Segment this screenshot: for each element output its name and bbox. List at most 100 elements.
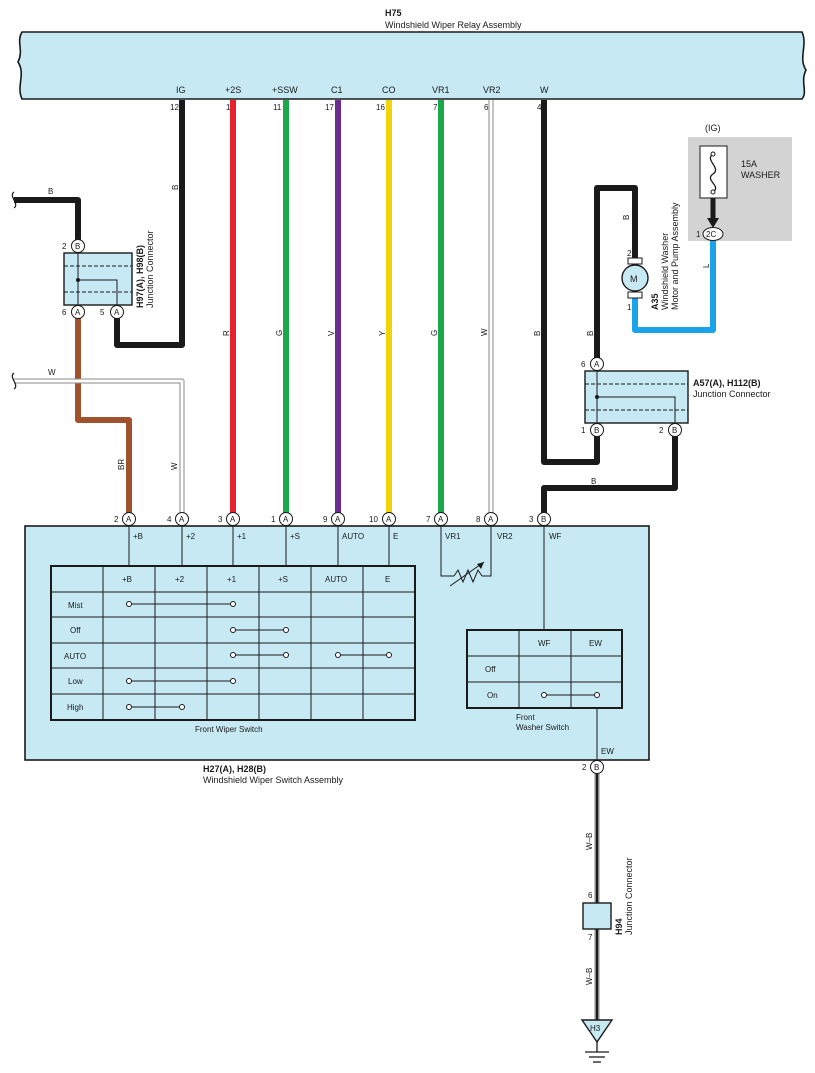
- wiper-continuity: [126, 601, 392, 710]
- jc-right-pin-2: [668, 423, 682, 437]
- jc-right-pin-6: [590, 357, 604, 371]
- wire-ig-label: B: [171, 185, 180, 190]
- wire-motor-top: [594, 185, 638, 358]
- jc-left-code: H97(A), H98(B): [135, 245, 145, 308]
- wire-w-plus2: [14, 378, 185, 513]
- svg-text:A: A: [594, 360, 600, 369]
- wire-ground-label-1: W–B: [585, 833, 594, 850]
- wire-w-plus2-label: W: [170, 462, 179, 470]
- ground-point: [580, 1019, 614, 1044]
- svg-text:6: 6: [62, 308, 67, 317]
- svg-text:2: 2: [114, 515, 119, 524]
- washer-table-caption-1: Front: [516, 713, 535, 722]
- svg-text:B: B: [594, 763, 599, 772]
- jc-left-name: Junction Connector: [145, 230, 155, 308]
- svg-text:VR1: VR1: [445, 532, 461, 541]
- svg-text:2: 2: [659, 426, 664, 435]
- fuse-rating: 15A: [741, 159, 757, 169]
- svg-text:8: 8: [476, 515, 481, 524]
- washer-switch-table: WF EW Off On: [466, 629, 623, 709]
- switch-assy-code: H27(A), H28(B): [203, 764, 266, 774]
- wire-br-label: BR: [117, 459, 126, 470]
- svg-text:A: A: [114, 308, 120, 317]
- switch-pin-ew: B 2: [582, 760, 604, 774]
- svg-text:A: A: [179, 515, 185, 524]
- svg-text:3: 3: [529, 515, 534, 524]
- relay-pin-num-4: 4: [537, 103, 542, 112]
- svg-text:7: 7: [426, 515, 431, 524]
- switch-pin-wf: B 3 WF: [529, 512, 562, 541]
- svg-text:6: 6: [581, 360, 586, 369]
- jc-left-pin-6: [71, 305, 85, 319]
- jc-left-pin-5: [110, 305, 124, 319]
- wire-br: [75, 318, 132, 513]
- svg-text:A: A: [438, 515, 444, 524]
- svg-text:1: 1: [271, 515, 276, 524]
- svg-text:4: 4: [167, 515, 172, 524]
- svg-text:+2: +2: [186, 532, 196, 541]
- wire-w-label: B: [533, 331, 542, 336]
- wiper-row-high: High: [67, 703, 83, 712]
- washer-row-off: Off: [485, 665, 496, 674]
- relay-pin-num-17: 17: [325, 103, 334, 112]
- svg-text:2: 2: [582, 763, 587, 772]
- relay-pin-label-c1: C1: [331, 85, 343, 95]
- wiper-switch-table: +B +2 +1 +S AUTO E Mist Off AUTO Low Hig…: [50, 565, 416, 721]
- jc-right-name: Junction Connector: [693, 389, 771, 399]
- switch-ew-label: EW: [601, 747, 614, 756]
- svg-text:6: 6: [588, 891, 593, 900]
- svg-text:E: E: [393, 532, 398, 541]
- svg-text:+1: +1: [237, 532, 247, 541]
- svg-text:B: B: [541, 515, 546, 524]
- wire-ig: [114, 100, 185, 348]
- fuse-symbol: [709, 153, 717, 193]
- switch-pin-vr1: A 7 VR1: [426, 512, 461, 541]
- svg-text:2C: 2C: [706, 230, 716, 239]
- svg-text:A: A: [75, 308, 81, 317]
- washer-row-on: On: [487, 691, 498, 700]
- svg-text:B: B: [672, 426, 677, 435]
- motor-name-1: Windshield Washer: [660, 233, 670, 310]
- wire-washer-l-label: L: [702, 263, 711, 268]
- jc-right-pin-1: [590, 423, 604, 437]
- relay-pin-num-7: 7: [433, 103, 438, 112]
- wire-ground-label-2: W–B: [585, 968, 594, 985]
- svg-text:+B: +B: [133, 532, 143, 541]
- relay-pin-num-11: 11: [273, 103, 282, 112]
- relay-code: H75: [385, 8, 402, 18]
- wire-left-feed-label: B: [48, 187, 53, 196]
- jc-h94-body: [582, 902, 612, 930]
- svg-text:+S: +S: [290, 532, 300, 541]
- svg-text:1: 1: [581, 426, 586, 435]
- svg-text:3: 3: [218, 515, 223, 524]
- wiper-col-plus-s: +S: [278, 575, 288, 584]
- washer-col-ew: EW: [589, 639, 602, 648]
- svg-text:A: A: [488, 515, 494, 524]
- svg-text:A: A: [386, 515, 392, 524]
- svg-text:2: 2: [627, 249, 632, 258]
- switch-assy-name: Windshield Wiper Switch Assembly: [203, 775, 344, 785]
- relay-pin-label-2s: +2S: [225, 85, 241, 95]
- relay-body: [17, 31, 807, 100]
- switch-pin-plus-b: A 2 +B: [114, 512, 143, 541]
- wire-wf-label: B: [591, 477, 596, 486]
- wiper-col-auto: AUTO: [325, 575, 347, 584]
- relay-pin-num-6: 6: [484, 103, 489, 112]
- fuse-group: (IG): [705, 123, 721, 133]
- jc-left-pin-2: [71, 239, 85, 253]
- switch-pin-plus-2: A 4 +2: [167, 512, 196, 541]
- wiper-row-auto: AUTO: [64, 652, 86, 661]
- wiper-row-mist: Mist: [68, 601, 83, 610]
- motor-name-2: Motor and Pump Assembly: [670, 202, 680, 310]
- wire-wf: [541, 435, 678, 513]
- fuse-name: WASHER: [741, 170, 781, 180]
- wire-vr2-label: W: [480, 328, 489, 336]
- jc-h94-name: Junction Connector: [624, 857, 634, 935]
- svg-text:B: B: [75, 242, 80, 251]
- motor-code: A35: [650, 293, 660, 310]
- svg-text:A: A: [335, 515, 341, 524]
- svg-text:9: 9: [323, 515, 328, 524]
- jc-right-code: A57(A), H112(B): [693, 378, 761, 388]
- svg-text:1: 1: [627, 303, 632, 312]
